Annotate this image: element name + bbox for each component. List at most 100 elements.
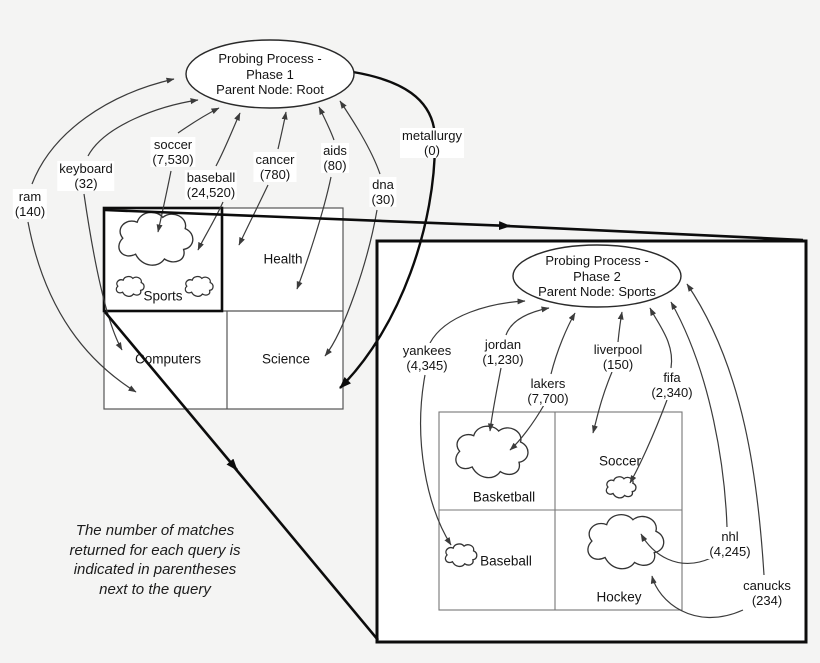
arrow-dna-to-phase1-node: [339, 100, 381, 175]
query-term: keyboard: [57, 161, 115, 176]
query-count: (2,340): [649, 385, 695, 400]
phase2-node-label: Probing Process - Phase 2 Parent Node: S…: [538, 253, 656, 300]
query-count: (234): [741, 593, 793, 608]
query-term: yankees: [400, 343, 454, 358]
baseball-cloud: [444, 543, 478, 568]
arrow-nhl-to-hockey-cloud: [640, 533, 712, 564]
zoom-line-top-tail: [506, 224, 804, 242]
query-label-jordan: jordan (1,230): [480, 337, 526, 367]
arrow-canucks-to-phase2-node: [686, 283, 765, 576]
query-term: jordan: [480, 337, 526, 352]
query-term: canucks: [741, 578, 793, 593]
query-label-nhl: nhl (4,245): [707, 529, 753, 559]
arrow-baseball-to-sports-cloud: [197, 201, 224, 251]
query-count: (7,530): [150, 152, 196, 167]
arrow-liverpool-to-phase2-node: [617, 311, 624, 343]
query-label-lakers: lakers (7,700): [525, 376, 571, 406]
phase1-node-line2: Phase 1: [246, 66, 294, 82]
phase2-node-ellipse: [512, 244, 682, 308]
arrow-cancer-to-health: [238, 184, 269, 246]
note-line4: next to the query: [99, 580, 211, 598]
figure-note: The number of matches returned for each …: [70, 521, 241, 599]
category-label-hockey: Hockey: [596, 589, 642, 605]
arrow-ram-to-phase1-node: [31, 77, 175, 185]
query-term: aids: [321, 143, 349, 158]
query-label-keyboard: keyboard (32): [57, 161, 115, 191]
query-label-dna: dna (30): [369, 177, 397, 207]
query-count: (0): [400, 143, 464, 158]
arrow-baseball-to-phase1-node: [215, 112, 241, 167]
arrow-soccer-to-sports-cloud: [156, 170, 172, 233]
query-label-yankees: yankees (4,345): [400, 343, 454, 373]
phase1-query-arrows: [27, 77, 381, 393]
query-term: lakers: [525, 376, 571, 391]
query-label-fifa: fifa (2,340): [649, 370, 695, 400]
phase2-node-line2: Phase 2: [573, 268, 621, 284]
arrow-nhl-to-phase2-node: [670, 301, 728, 528]
query-term: cancer: [253, 152, 297, 167]
query-label-liverpool: liverpool (150): [591, 342, 645, 372]
query-count: (32): [57, 176, 115, 191]
query-term: baseball: [184, 170, 238, 185]
category-label-basketball: Basketball: [472, 489, 536, 505]
query-label-baseball: baseball (24,520): [184, 170, 238, 200]
sports-small-cloud-left: [115, 275, 145, 297]
query-label-cancer: cancer (780): [253, 152, 297, 182]
query-count: (4,245): [707, 544, 753, 559]
arrow-jordan-to-phase2-node: [505, 306, 550, 336]
query-label-aids: aids (80): [321, 143, 349, 173]
bold-connectors: [104, 70, 804, 641]
arrow-lakers-to-phase2-node: [550, 312, 576, 375]
phase1-node-ellipse: [185, 39, 355, 109]
category-label-baseball: Baseball: [480, 553, 532, 569]
arrow-cancer-to-phase1-node: [277, 111, 288, 150]
arrow-keyboard-to-phase1-node: [87, 98, 199, 157]
arrow-jordan-to-basketball-cloud: [487, 367, 502, 432]
arrow-metallurgy-to-science: [339, 70, 437, 389]
zoom-line-bottom-tail: [233, 466, 379, 641]
query-label-canucks: canucks (234): [741, 578, 793, 608]
phase1-node-line1: Probing Process -: [218, 50, 322, 66]
arrow-keyboard-to-computers: [83, 193, 123, 351]
category-label-sports: Sports: [143, 288, 183, 304]
query-count: (24,520): [184, 185, 238, 200]
query-count: (80): [321, 158, 349, 173]
query-count: (150): [591, 357, 645, 372]
arrow-canucks-to-hockey-cloud: [650, 575, 744, 619]
note-line3: indicated in parentheses: [73, 561, 237, 578]
arrow-fifa-to-soccer-cloud: [629, 399, 668, 484]
query-term: liverpool: [591, 342, 645, 357]
query-term: metallurgy: [400, 128, 464, 143]
arrow-aids-to-health: [296, 176, 332, 290]
query-count: (4,345): [400, 358, 454, 373]
arrow-yankees-to-baseball-cloud: [420, 374, 452, 546]
query-count: (140): [12, 204, 48, 219]
zoom-line-top-segment: [104, 208, 511, 231]
phase1-node-label: Probing Process - Phase 1 Parent Node: R…: [216, 51, 324, 98]
phase1-node-line3: Parent Node: Root: [216, 81, 324, 97]
sports-small-cloud-right: [184, 275, 214, 297]
query-term: fifa: [649, 370, 695, 385]
phase2-node-line1: Probing Process -: [545, 252, 649, 268]
note-line1: The number of matches: [75, 522, 235, 539]
category-label-science: Science: [261, 351, 311, 367]
category-label-health: Health: [263, 251, 303, 267]
zoom-line-bottom-segment: [104, 311, 238, 471]
phase2-query-arrows: [420, 283, 765, 619]
query-count: (30): [369, 192, 397, 207]
category-label-soccer: Soccer: [598, 453, 642, 469]
query-label-ram: ram (140): [12, 189, 48, 219]
arrow-yankees-to-phase2-node: [429, 298, 526, 344]
query-count: (1,230): [480, 352, 526, 367]
query-count: (7,700): [525, 391, 571, 406]
query-term: ram: [12, 189, 48, 204]
note-line2: returned for each query is: [69, 541, 241, 559]
query-count: (780): [253, 167, 297, 182]
phase2-node-line3: Parent Node: Sports: [538, 283, 656, 299]
arrow-ram-to-computers: [27, 221, 137, 393]
arrow-lakers-to-basketball-cloud: [509, 404, 545, 451]
query-term: soccer: [150, 137, 196, 152]
category-label-computers: Computers: [134, 351, 202, 367]
